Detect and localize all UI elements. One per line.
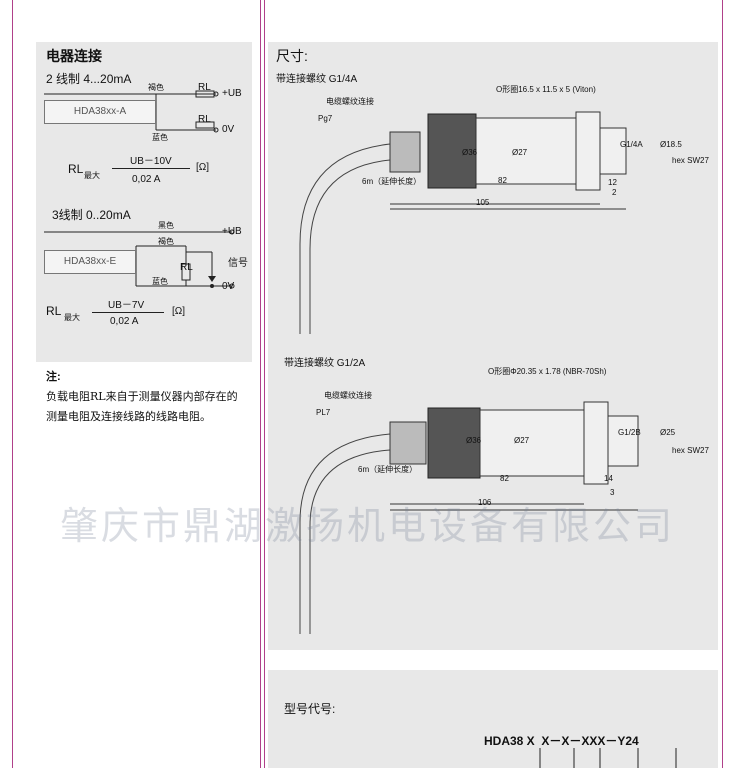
formula2-sub: 最大 bbox=[64, 313, 80, 322]
formula2-den: 0,02 A bbox=[110, 316, 139, 327]
formula1-num: UB－10V bbox=[130, 156, 172, 167]
drawing2-dim-hex: hex SW27 bbox=[672, 446, 709, 455]
wiring2-diagram bbox=[44, 90, 219, 133]
drawing2-cable-len: 6m（延伸长度） bbox=[358, 465, 418, 474]
model-code-panel bbox=[268, 670, 718, 768]
wiring3-black-label: 黑色 bbox=[158, 221, 174, 230]
drawing1-dim-82: 82 bbox=[498, 176, 507, 185]
model-code-leader-lines bbox=[539, 748, 677, 768]
wiring3-plus-ub: +UB bbox=[222, 226, 242, 237]
drawing1-title: 带连接螺纹 G1/4A bbox=[276, 74, 358, 85]
formula1-unit: [Ω] bbox=[196, 162, 210, 173]
drawing2-cable-conn: 电缆螺纹连接 bbox=[324, 391, 372, 400]
drawing1-pg: Pg7 bbox=[318, 114, 333, 123]
page-rule-left bbox=[12, 0, 13, 768]
wiring2-brown-label: 褐色 bbox=[148, 83, 164, 92]
drawing1-dim-hex: hex SW27 bbox=[672, 156, 709, 165]
formula2-lhs: RL bbox=[46, 304, 62, 318]
drawing2-oring: O形圈Φ20.35 x 1.78 (NBR-70Sh) bbox=[488, 367, 607, 376]
drawing2-dim-g12: G1/2B bbox=[618, 428, 641, 437]
model-code: HDA38 X X－X－XXX－Y24 bbox=[484, 734, 639, 748]
formula2-bar bbox=[92, 312, 164, 313]
drawing1-cable-len: 6m（延伸长度） bbox=[362, 177, 422, 186]
drawing2-dim-d27: Ø27 bbox=[514, 436, 530, 445]
drawing1-dim-2: 2 bbox=[612, 188, 617, 197]
drawing2-dim-d25: Ø25 bbox=[660, 428, 676, 437]
drawing1-oring: O形圈16.5 x 11.5 x 5 (Viton) bbox=[496, 85, 596, 94]
dimension-section-title: 尺寸: bbox=[276, 48, 308, 64]
drawing2-sensor bbox=[299, 401, 639, 634]
drawing1-sensor bbox=[299, 111, 627, 334]
page-rule-middle-1 bbox=[260, 0, 261, 768]
drawing2-dim-3: 3 bbox=[610, 488, 615, 497]
wiring3-diagram bbox=[44, 229, 235, 289]
formula1-sub: 最大 bbox=[84, 171, 100, 180]
drawing1-dim-12: 12 bbox=[608, 178, 617, 187]
drawing1-dim-g14: G1/4A bbox=[620, 140, 643, 149]
drawing2-dim-d36: Ø36 bbox=[466, 436, 482, 445]
note-line-2: 测量电阻及连接线路的线路电阻。 bbox=[46, 410, 211, 423]
note-line-1: 负载电阻RL来自于测量仪器内部存在的 bbox=[46, 390, 238, 403]
drawing1-dim-d27: Ø27 bbox=[512, 148, 528, 157]
wiring3-blue-label: 蓝色 bbox=[152, 277, 168, 286]
wiring2-rl-top: RL bbox=[198, 82, 211, 93]
page-rule-middle-2 bbox=[264, 0, 265, 768]
formula1-bar bbox=[112, 168, 190, 169]
drawing1-dim-105: 105 bbox=[476, 198, 490, 207]
formula2-num: UB－7V bbox=[108, 300, 145, 311]
note-title: 注: bbox=[46, 371, 61, 383]
company-watermark: 肇庆市鼎湖激扬机电设备有限公司 bbox=[60, 504, 676, 548]
wiring3-device-box: HDA38xx-E bbox=[44, 250, 136, 274]
drawing1-dim-d185: Ø18.5 bbox=[660, 140, 682, 149]
formula1-lhs: RL bbox=[68, 162, 84, 176]
wiring-section-title: 电器连接 bbox=[46, 48, 102, 64]
formula1-den: 0,02 A bbox=[132, 174, 161, 185]
wiring-panel bbox=[36, 42, 252, 362]
wiring2-zero-v: 0V bbox=[222, 124, 235, 135]
drawing1-cable-conn: 电缆螺纹连接 bbox=[326, 97, 374, 106]
formula2-unit: [Ω] bbox=[172, 306, 186, 317]
model-code-title: 型号代号: bbox=[284, 702, 336, 716]
wiring2-rl-bottom: RL bbox=[198, 114, 211, 125]
drawing2-dim-14: 14 bbox=[604, 474, 613, 483]
wiring3-brown-label: 褐色 bbox=[158, 237, 174, 246]
drawing1-dim-d36: Ø36 bbox=[462, 148, 478, 157]
drawing2-pg: PL7 bbox=[316, 408, 331, 417]
wiring3-signal: 信号 bbox=[228, 258, 248, 269]
wiring3-zero-v: 0V bbox=[222, 281, 235, 292]
wiring3-title: 3线制 0..20mA bbox=[52, 208, 131, 222]
wiring3-rl: RL bbox=[180, 262, 193, 273]
page-rule-right bbox=[722, 0, 723, 768]
drawing2-title: 带连接螺纹 G1/2A bbox=[284, 358, 366, 369]
wiring2-plus-ub: +UB bbox=[222, 88, 242, 99]
wiring2-blue-label: 蓝色 bbox=[152, 133, 168, 142]
drawing2-dim-82: 82 bbox=[500, 474, 509, 483]
wiring2-device-box: HDA38xx-A bbox=[44, 100, 156, 124]
drawing2-dim-106: 106 bbox=[478, 498, 492, 507]
wiring2-title: 2 线制 4...20mA bbox=[46, 72, 132, 86]
